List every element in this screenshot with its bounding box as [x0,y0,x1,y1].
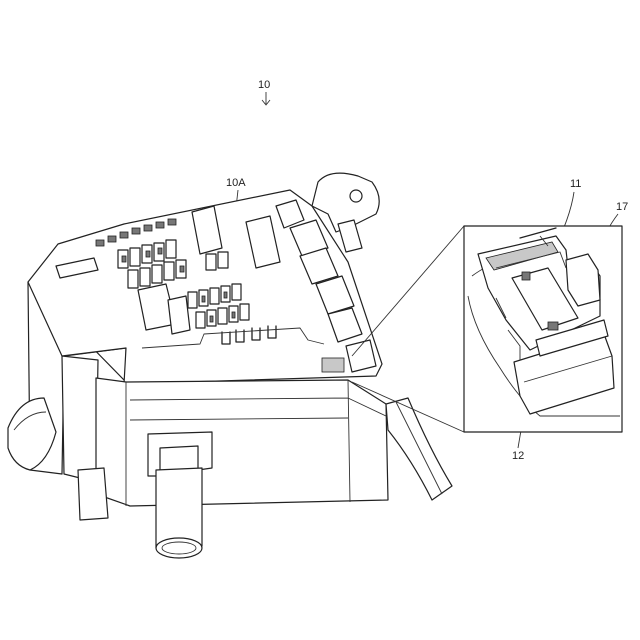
connector-highlight [322,358,344,372]
front-left-foot [78,468,108,520]
drain-pipe [156,468,202,548]
label-10-arrow [262,92,270,105]
detail-terminal-upper [522,272,530,280]
box-left-lower-wall [62,356,98,482]
label-11: 11 [570,178,581,190]
label-17: 17 [616,201,628,213]
detail-projection-top [352,226,464,356]
junction-box [8,173,452,558]
label-10a: 10A [226,177,246,189]
label-12: 12 [512,450,524,462]
detail-terminal-lower [548,322,558,330]
label-10: 10 [258,79,270,91]
box-front-face [96,378,388,506]
drain-pipe-opening [156,538,202,558]
detail-view [464,226,622,432]
mounting-hole [350,190,362,202]
